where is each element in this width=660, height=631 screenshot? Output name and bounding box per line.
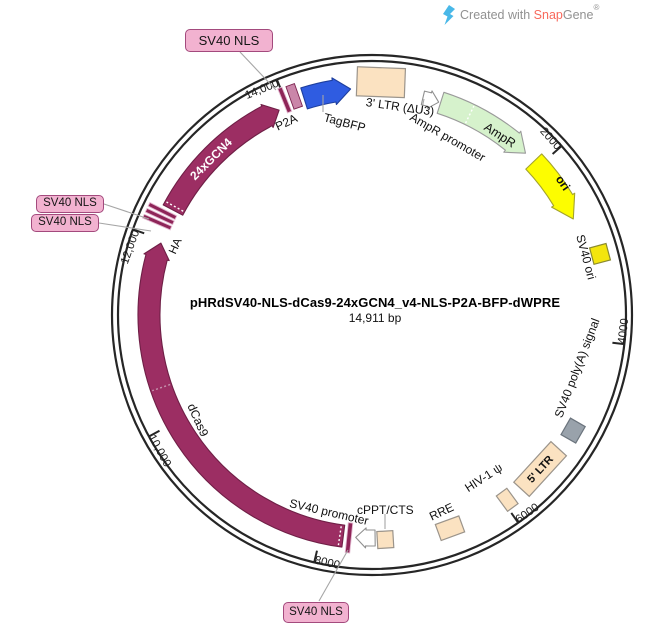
tick-6000 <box>510 512 520 524</box>
truncation-mark <box>337 526 342 546</box>
feature-label-ha: HA <box>167 236 185 256</box>
feature-sv40-ori <box>588 242 612 266</box>
tick-2000 <box>551 145 563 155</box>
label-sv40-nls-top: SV40 NLS <box>185 29 273 52</box>
feature-ltr3 <box>355 66 407 99</box>
truncation-mark <box>151 383 171 392</box>
feature-tagbfp <box>300 77 352 110</box>
feature-nls-bottom-bar <box>344 522 354 554</box>
label-sv40-nls-left-1: SV40 NLS <box>36 195 104 213</box>
backbone-inner-circle <box>116 59 628 571</box>
credit-text: Created with SnapGene® <box>460 3 599 23</box>
tick-4000 <box>612 341 625 346</box>
feature-label-cppt: cPPT/CTS <box>357 503 414 517</box>
credit-brand-snap: Snap <box>533 8 563 23</box>
feature-label-tagbfp: TagBFP <box>322 110 367 135</box>
snapgene-logo-icon <box>443 5 455 25</box>
feature-label-sv40-polya: SV40 poly(A) signal <box>552 316 603 419</box>
feature-sv40-polya <box>560 417 587 444</box>
feature-gcn4 <box>162 103 280 216</box>
truncation-mark <box>464 105 475 124</box>
leader-line <box>239 51 277 91</box>
feature-ha-bar-1 <box>142 213 173 231</box>
label-sv40-nls-bottom: SV40 NLS <box>283 602 349 623</box>
leader-line <box>318 549 349 602</box>
label-sv40-nls-left-2: SV40 NLS <box>31 214 99 232</box>
feature-ha-bar-2 <box>144 207 175 226</box>
leader-line <box>420 98 425 114</box>
feature-ori <box>525 153 576 220</box>
credit-prefix: Created with <box>460 8 534 23</box>
leader-line <box>103 203 150 220</box>
feature-sv40-promoter <box>355 527 376 549</box>
credit-brand-gene: Gene <box>562 8 594 23</box>
tick-label-4000: 4000 <box>616 318 631 345</box>
tick-10000 <box>148 429 160 438</box>
backbone-outer-circle <box>110 53 634 577</box>
leader-line <box>98 222 152 232</box>
tick-12000 <box>132 228 145 235</box>
credit-line: Created with SnapGene® <box>441 3 599 25</box>
feature-ltr5 <box>512 440 568 498</box>
credit-registered-mark: ® <box>593 3 600 13</box>
feature-rre <box>434 515 466 542</box>
feature-nls-top-bar <box>277 86 293 114</box>
truncation-mark <box>166 201 184 212</box>
feature-hiv1-psi <box>495 487 519 513</box>
feature-cppt <box>376 530 395 550</box>
tick-label-8000: 8000 <box>313 554 341 571</box>
feature-ampr <box>436 91 527 154</box>
feature-label-hiv1-psi: HIV-1 ψ <box>462 460 505 495</box>
feature-dcas9 <box>137 242 346 548</box>
tick-8000 <box>313 550 318 563</box>
feature-p2a <box>285 83 304 110</box>
tick-label-12000: 12,000 <box>119 229 142 266</box>
feature-ha-bar-3 <box>147 201 178 221</box>
